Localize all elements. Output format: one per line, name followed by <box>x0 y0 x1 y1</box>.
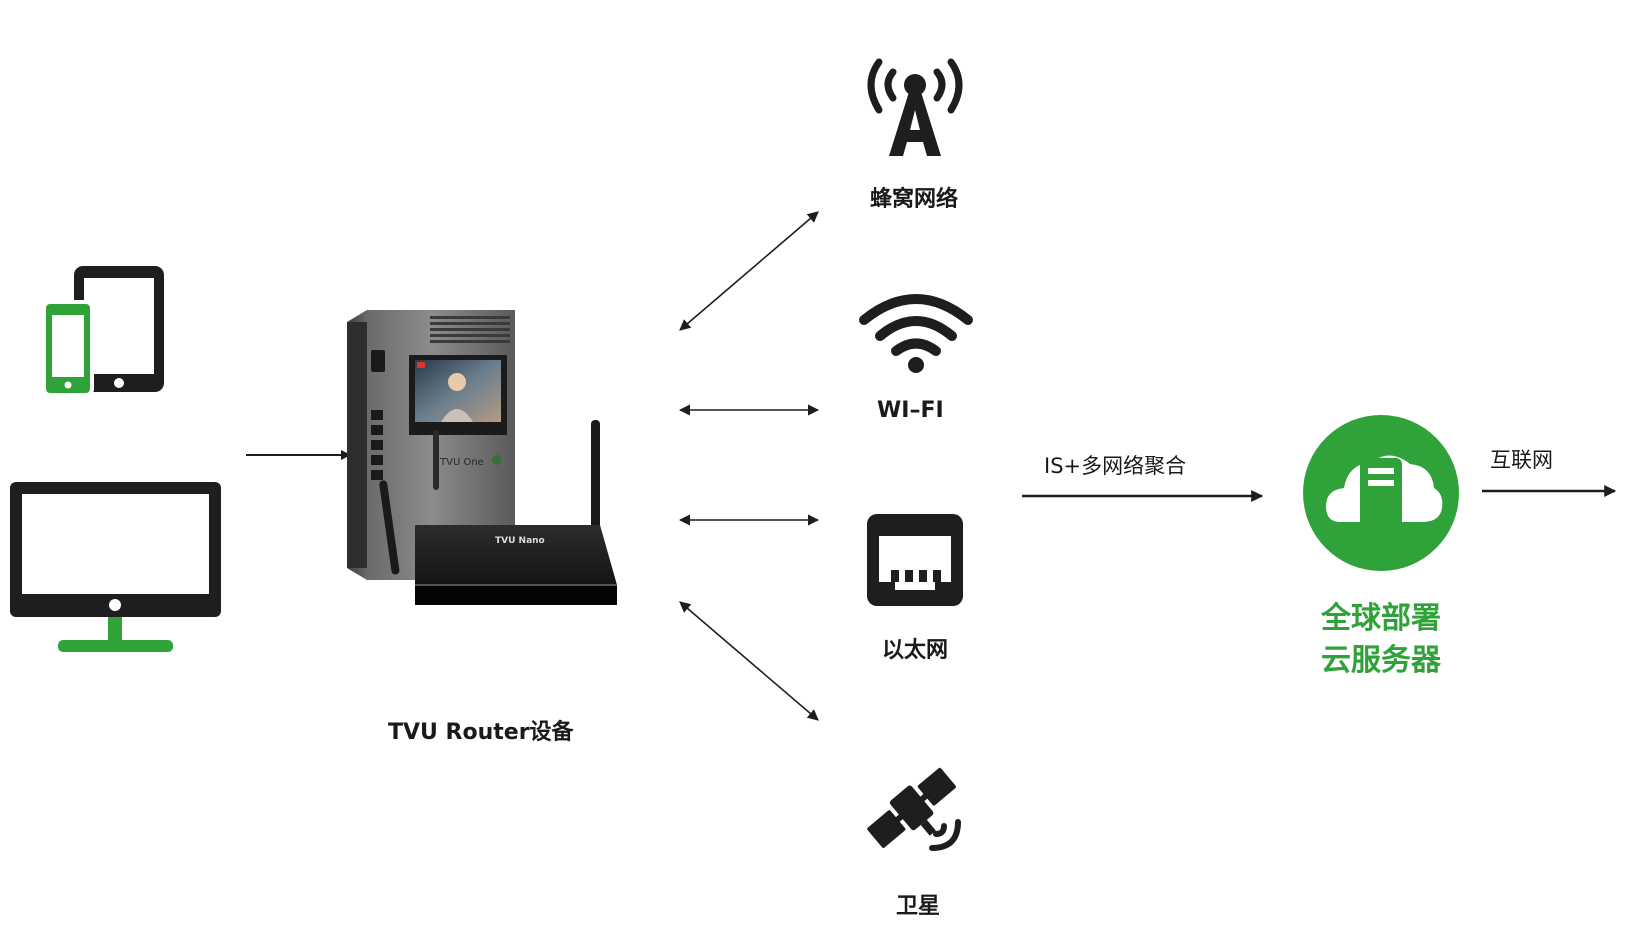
arrow-cellular <box>679 211 819 331</box>
internet-label: 互联网 <box>1490 448 1553 472</box>
tvu-nano-text: TVU Nano <box>495 536 545 546</box>
network-label-ethernet: 以太网 <box>882 638 949 663</box>
network-label-wifi: WI–FI <box>877 398 944 423</box>
tablet-phone-icon <box>42 266 164 397</box>
tvu-router-device-image: TVU One TVU Nano <box>347 310 617 605</box>
cloud-server-icon <box>1303 415 1459 571</box>
arrow-satellite <box>679 601 819 721</box>
network-label-cellular: 蜂窝网络 <box>870 187 959 212</box>
aggregation-label: IS+多网络聚合 <box>1044 454 1187 478</box>
cell-tower-icon <box>867 58 963 156</box>
wifi-icon <box>859 294 973 373</box>
network-label-satellite: 卫星 <box>896 894 941 919</box>
device-label: TVU Router设备 <box>388 720 574 745</box>
cloud-title-line2: 云服务器 <box>1321 643 1441 678</box>
cloud-title-line1: 全球部署 <box>1321 601 1441 636</box>
tvu-one-text: TVU One <box>439 457 484 468</box>
ethernet-port-icon <box>867 514 963 606</box>
satellite-icon <box>867 767 961 851</box>
cloud-title: 全球部署 云服务器 <box>1271 598 1491 682</box>
monitor-icon <box>10 482 221 652</box>
